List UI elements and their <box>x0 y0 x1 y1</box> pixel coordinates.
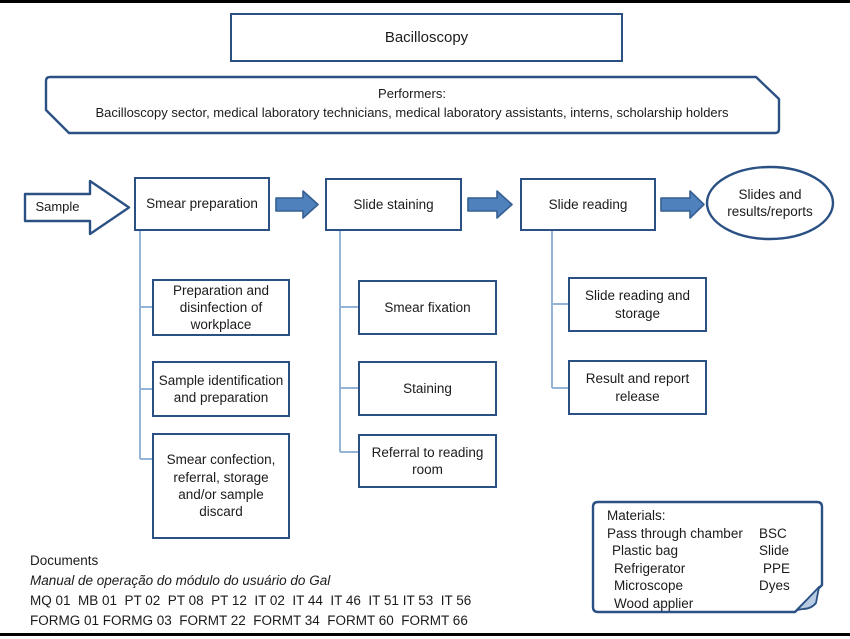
flow-arrow-icon <box>660 190 705 219</box>
sample-arrow-shape <box>23 179 131 236</box>
documents-manual: Manual de operação do módulo do usuário … <box>30 573 331 588</box>
flow-arrow-icon <box>467 190 513 219</box>
connector-slide-staining <box>339 231 358 453</box>
substep-label: Staining <box>403 380 452 396</box>
material-abbr: BSC <box>759 525 787 541</box>
output-ellipse-shape <box>705 165 835 241</box>
stage-label: Smear preparation <box>146 196 258 212</box>
material-item: Pass through chamber <box>607 525 743 541</box>
substep-label: Smear fixation <box>384 299 471 315</box>
substep-box: Smear fixation <box>358 280 497 335</box>
substep-box: Preparation and disinfection of workplac… <box>152 279 290 336</box>
connector-slide-reading <box>551 231 568 389</box>
substep-label: Slide reading and storage <box>584 288 691 321</box>
performers-label: Performers: <box>378 86 446 101</box>
material-item: Plastic bag <box>612 543 679 558</box>
substep-label: Preparation and disinfection of workplac… <box>172 282 270 333</box>
connector-smear-preparation <box>139 231 152 460</box>
material-item: Microscope <box>614 578 684 593</box>
top-rule <box>0 0 850 3</box>
substep-box: Staining <box>358 361 497 416</box>
documents-section: Documents Manual de operação do módulo d… <box>30 551 471 631</box>
substep-label: Result and report release <box>585 371 690 404</box>
substep-label: Referral to reading room <box>371 444 484 477</box>
material-abbr: Dyes <box>759 578 790 593</box>
stage-label: Slide staining <box>353 196 434 212</box>
substep-box: Sample identification and preparation <box>152 361 290 417</box>
stage-box-slide-reading: Slide reading <box>520 178 656 231</box>
substep-box: Result and report release <box>568 360 707 415</box>
documents-codes-line1: MQ 01 MB 01 PT 02 PT 08 PT 12 IT 02 IT 4… <box>30 593 472 608</box>
performers-list: Bacilloscopy sector, medical laboratory … <box>95 105 729 120</box>
material-abbr: Slide <box>759 543 790 558</box>
documents-heading: Documents <box>30 553 99 568</box>
material-item: Refrigerator <box>614 560 686 576</box>
flow-arrow-icon <box>275 190 319 219</box>
stage-box-slide-staining: Slide staining <box>325 178 462 231</box>
materials-note-shape <box>591 500 824 614</box>
materials-section: Materials: Pass through chamber BSC Plas… <box>607 507 817 612</box>
materials-note-fold-icon <box>796 586 820 611</box>
materials-list: Pass through chamber BSC Plastic bag Sli… <box>607 525 817 613</box>
output-label: Slides and results/reports <box>727 186 813 219</box>
stage-box-smear-preparation: Smear preparation <box>134 177 270 231</box>
performers-banner: Performers: Bacilloscopy sector, medical… <box>62 84 762 122</box>
material-abbr <box>759 595 817 613</box>
stage-label: Slide reading <box>548 196 628 212</box>
substep-label: Sample identification and preparation <box>158 372 284 405</box>
substep-box: Smear confection, referral, storage and/… <box>152 433 290 539</box>
materials-heading: Materials: <box>607 508 666 523</box>
page-title: Bacilloscopy <box>384 28 469 46</box>
material-abbr: PPE <box>763 560 791 576</box>
substep-label: Smear confection, referral, storage and/… <box>166 452 276 520</box>
substep-box: Slide reading and storage <box>568 277 707 332</box>
material-item: Wood applier <box>614 595 694 611</box>
bottom-rule <box>0 633 850 636</box>
title-box: Bacilloscopy <box>230 13 623 62</box>
substep-box: Referral to reading room <box>358 434 497 488</box>
sample-label: Sample <box>35 199 80 215</box>
performers-banner-shape <box>44 75 781 135</box>
documents-codes-line2: FORMG 01 FORMG 03 FORMT 22 FORMT 34 FORM… <box>30 613 468 628</box>
